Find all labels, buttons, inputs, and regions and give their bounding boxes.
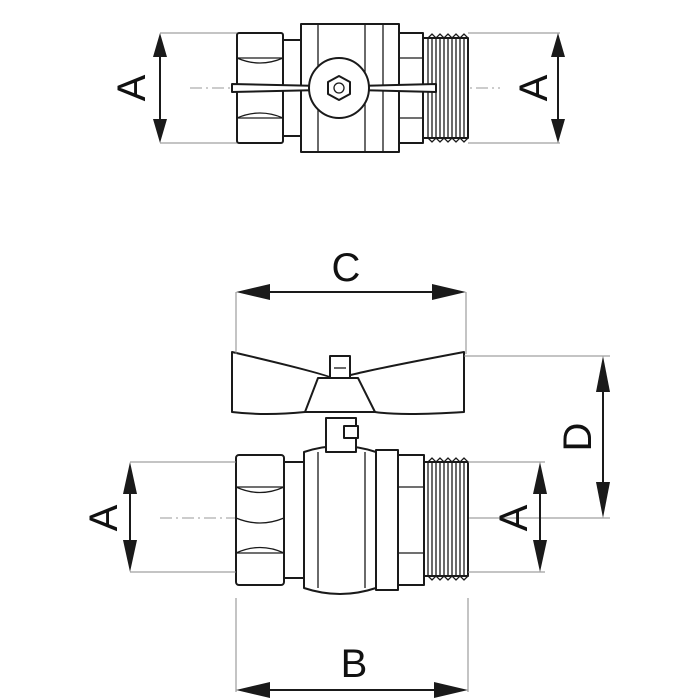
top-left-dimension-a: A <box>110 32 237 144</box>
side-valve-body <box>283 445 399 595</box>
side-view: C D A A <box>82 246 610 698</box>
side-dimension-c: C <box>235 246 467 354</box>
top-left-label-a: A <box>110 74 154 101</box>
side-dimension-d: D <box>464 355 610 519</box>
side-left-hex-nut <box>235 454 285 586</box>
side-dimension-b: B <box>235 598 469 698</box>
side-right-dimension-a: A <box>468 461 547 573</box>
side-left-label-a: A <box>82 504 126 531</box>
side-left-dimension-a: A <box>82 461 236 573</box>
label-d: D <box>556 423 600 452</box>
side-right-label-a: A <box>492 504 536 531</box>
side-thread <box>423 457 469 581</box>
label-b: B <box>341 642 368 686</box>
side-right-hex-nut <box>397 454 425 586</box>
top-thread <box>422 33 469 143</box>
label-c: C <box>332 246 361 290</box>
top-right-label-a: A <box>512 74 556 101</box>
top-butterfly-handle <box>231 57 437 119</box>
top-right-dimension-a: A <box>468 32 565 144</box>
top-view: A A <box>110 23 565 153</box>
side-butterfly-handle <box>231 351 465 453</box>
